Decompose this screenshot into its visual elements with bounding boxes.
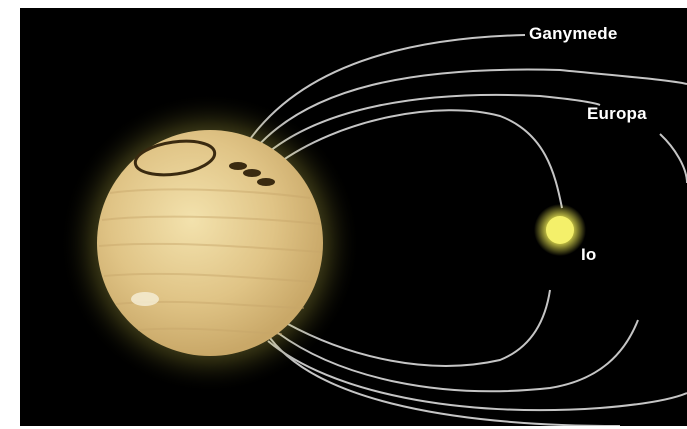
ganymede-label: Ganymede [529,24,618,43]
orbit-line-right [659,133,687,184]
io-moon [546,216,574,244]
io-orbit-line-upper [275,109,563,209]
diagram-canvas [60,34,687,426]
io-label: Io [581,245,597,264]
orbit-line-lower-2 [277,319,639,393]
orbit-line-lower-4 [269,337,621,426]
aurora-footprint [229,162,247,170]
auroral-oval [133,139,217,177]
orbit-lines [247,34,687,426]
europa-label: Europa [587,104,647,123]
jupiter-planet [97,130,323,356]
io-orbit-line-lower [285,289,551,367]
aurora-footprint [243,169,261,177]
jupiter-moons-diagram: Ganymede Europa Io [20,8,687,426]
orbit-line-lower-3 [267,340,687,412]
aurora-footprint [257,178,275,186]
white-oval-storm [131,292,159,306]
europa-orbit-line [263,93,601,157]
orbit-line [255,68,687,149]
